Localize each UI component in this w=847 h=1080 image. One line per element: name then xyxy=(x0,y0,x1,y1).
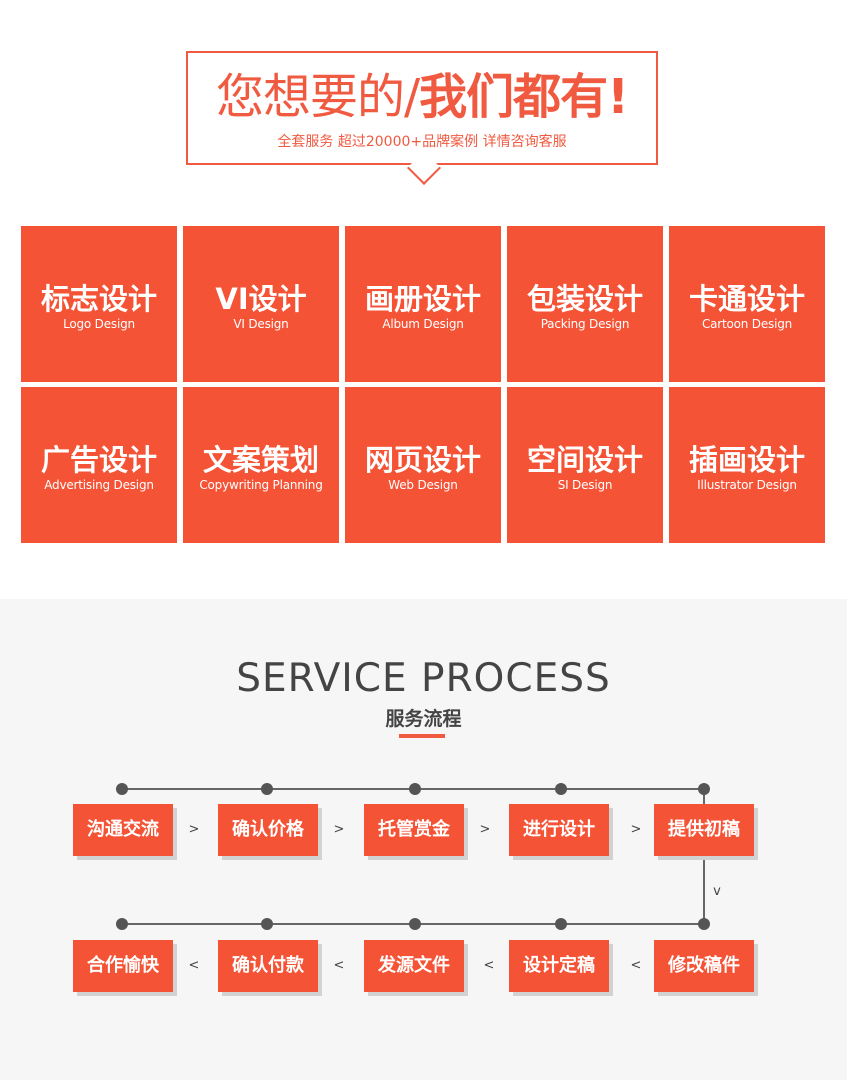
timeline-dot xyxy=(116,783,128,795)
banner-title: 您想要的/我们都有! xyxy=(188,67,656,127)
process-step-cooperation[interactable]: 合作愉快 xyxy=(73,940,173,992)
process-step-confirm-payment[interactable]: 确认付款 xyxy=(218,940,318,992)
process-step-finalize[interactable]: 设计定稿 xyxy=(509,940,609,992)
service-tile-subtitle: Album Design xyxy=(382,317,464,331)
banner-pointer xyxy=(407,151,441,185)
service-tile-illustrator[interactable]: 插画设计 Illustrator Design xyxy=(669,387,825,543)
process-subtitle: 服务流程 xyxy=(385,708,462,730)
service-tile-subtitle: Cartoon Design xyxy=(701,317,793,331)
process-title-underline xyxy=(399,734,445,738)
banner-title-bold: 我们都有! xyxy=(419,69,629,125)
timeline-dot xyxy=(555,783,567,795)
service-tile-subtitle: Packing Design xyxy=(540,317,630,331)
timeline-dot xyxy=(409,918,421,930)
banner-subtitle: 全套服务 超过20000+品牌案例 详情咨询客服 xyxy=(277,134,567,150)
timeline-dot xyxy=(698,783,710,795)
service-tile-copywriting[interactable]: 文案策划 Copywriting Planning xyxy=(183,387,339,543)
service-tile-album[interactable]: 画册设计 Album Design xyxy=(345,226,501,382)
process-step-revise[interactable]: 修改稿件 xyxy=(654,940,754,992)
promo-banner: 您想要的/我们都有! 全套服务 超过20000+品牌案例 详情咨询客服 xyxy=(186,51,658,185)
step-arrow-left: < xyxy=(483,958,495,973)
banner-title-thin: 您想要的/ xyxy=(215,69,420,125)
service-tile-advertising[interactable]: 广告设计 Advertising Design xyxy=(21,387,177,543)
timeline-dot xyxy=(409,783,421,795)
step-arrow-left: < xyxy=(630,958,642,973)
timeline-dot xyxy=(261,918,273,930)
service-tile-title: 包装设计 xyxy=(526,282,643,316)
process-step-escrow[interactable]: 托管赏金 xyxy=(364,804,464,856)
service-tile-title: 广告设计 xyxy=(40,443,157,477)
service-tile-space[interactable]: 空间设计 SI Design xyxy=(507,387,663,543)
service-tile-logo[interactable]: 标志设计 Logo Design xyxy=(21,226,177,382)
process-step-communicate[interactable]: 沟通交流 xyxy=(73,804,173,856)
step-arrow-right: > xyxy=(479,822,491,837)
service-tile-cartoon[interactable]: 卡通设计 Cartoon Design xyxy=(669,226,825,382)
service-tile-title: 插画设计 xyxy=(688,443,805,477)
process-step-send-source[interactable]: 发源文件 xyxy=(364,940,464,992)
step-arrow-left: < xyxy=(333,958,345,973)
service-tile-title: 文案策划 xyxy=(202,443,319,477)
step-arrow-down: v xyxy=(713,884,721,899)
service-tile-vi[interactable]: VI设计 VI Design xyxy=(183,226,339,382)
service-tile-title: 标志设计 xyxy=(40,282,157,316)
process-title: SERVICE PROCESS xyxy=(236,656,611,701)
service-tile-subtitle: Advertising Design xyxy=(44,478,154,492)
service-tile-packing[interactable]: 包装设计 Packing Design xyxy=(507,226,663,382)
service-grid: 标志设计 Logo Design VI设计 VI Design 画册设计 Alb… xyxy=(21,226,825,543)
process-step-first-draft[interactable]: 提供初稿 xyxy=(654,804,754,856)
service-tile-title: 网页设计 xyxy=(364,443,481,477)
service-tile-subtitle: Copywriting Planning xyxy=(199,478,323,492)
process-step-designing[interactable]: 进行设计 xyxy=(509,804,609,856)
timeline-dot xyxy=(261,783,273,795)
service-tile-title: 空间设计 xyxy=(526,443,643,477)
service-tile-subtitle: Web Design xyxy=(388,478,458,492)
service-tile-subtitle: SI Design xyxy=(557,478,613,492)
service-tile-title: 画册设计 xyxy=(364,282,481,316)
service-tile-title: 卡通设计 xyxy=(688,282,805,316)
step-arrow-right: > xyxy=(333,822,345,837)
service-tile-title: VI设计 xyxy=(215,282,307,316)
service-tile-subtitle: VI Design xyxy=(233,317,289,331)
service-tile-web[interactable]: 网页设计 Web Design xyxy=(345,387,501,543)
step-arrow-left: < xyxy=(188,958,200,973)
timeline-dot xyxy=(698,918,710,930)
service-tile-subtitle: Logo Design xyxy=(63,317,135,331)
timeline-dot xyxy=(555,918,567,930)
service-tile-subtitle: Illustrator Design xyxy=(697,478,797,492)
timeline-line-right xyxy=(703,788,705,926)
step-arrow-right: > xyxy=(630,822,642,837)
step-arrow-right: > xyxy=(188,822,200,837)
timeline-dot xyxy=(116,918,128,930)
process-step-confirm-price[interactable]: 确认价格 xyxy=(218,804,318,856)
